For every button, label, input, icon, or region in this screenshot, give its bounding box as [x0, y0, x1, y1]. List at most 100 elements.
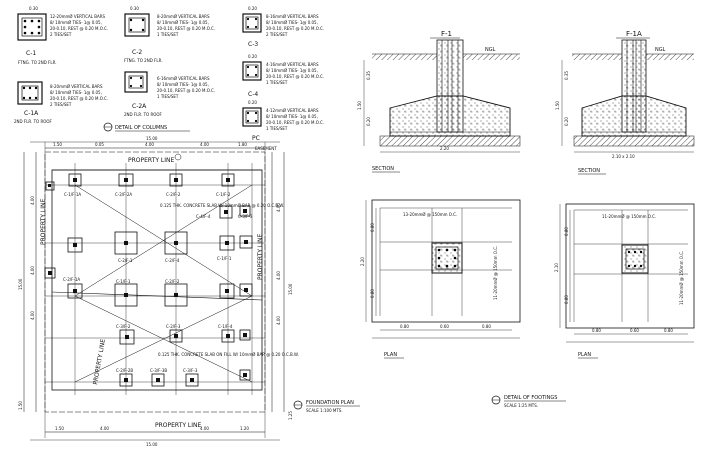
footing-f1a-side-dim: 0.35: [564, 71, 569, 80]
footing-f1a-label: F-1A: [626, 30, 642, 38]
footing-label: C-2/F-3: [166, 324, 181, 329]
column-c1a-sub: 2 TIES/SET: [50, 102, 72, 107]
column-c1-footnote: FTNG. TO 2ND FLR.: [18, 60, 57, 65]
footing-labels: C-1/F-1A C-2/F-2A C-2/F-2 C-1/F-2 C-4/F-…: [63, 192, 253, 373]
footing-f1a-plan: 11-20mmØ @ 150mm O.C. 11-20mmØ @ 150mm O…: [554, 203, 695, 359]
footing-label: C-2/F-4: [165, 258, 180, 263]
footing-f1a-side-dim: 0.20: [564, 117, 569, 126]
footing-f1-plan-bars: 13-20mmØ @ 150mm O.C.: [403, 212, 457, 217]
footing-label: C-3/F-3: [183, 368, 198, 373]
property-line-bottom-left: PROPERTY LINE: [92, 338, 107, 385]
footing-f1-plan: 13-20mmØ @ 150mm O.C. 11-20mmØ @ 150mm O…: [360, 199, 521, 359]
footing-f1-ngl: NGL: [485, 47, 496, 53]
footing-f1a-plan-total: 2.10: [554, 263, 559, 272]
footing-label: C-3/F-2: [116, 324, 131, 329]
footing-f1a-plan-bottom-dim: 0.60: [630, 328, 639, 333]
footing-f1a-plan-bottom-dim: 0.80: [664, 328, 673, 333]
plan-bottom-dim-3: 4.00: [200, 426, 209, 431]
footing-f1a-plan-label: PLAN: [578, 352, 591, 358]
footing-label: C-2/F-2A: [115, 192, 132, 197]
footing-f1-plan-label: PLAN: [384, 352, 397, 358]
plan-top-dim-3: 4.00: [145, 142, 154, 147]
footing-f1-side-dim: 1.50: [357, 101, 362, 110]
footing-label: C-2/F-1A: [63, 277, 80, 282]
plan-right-dim: 4.00: [276, 271, 281, 280]
column-c1a-footnote: 2ND FLR. TO ROOF: [14, 119, 53, 124]
column-c4: 0.20 4-16mmØ VERTICAL BARS 8/ 10mmØ TIES…: [242, 54, 324, 98]
footing-label: C-2/F-1: [118, 258, 133, 263]
plan-easement-label: EASEMENT: [255, 146, 277, 151]
column-c1-spacing: 20-0.10, REST @ 0.20 M.O.C.: [50, 26, 108, 31]
column-c2a-ties: 8/ 10mmØ TIES- 1@ 0.05,: [157, 82, 209, 87]
footing-f1a-plan-bars: 11-20mmØ @ 150mm O.C.: [602, 214, 656, 219]
footings-detail-scale: SCALE 1:25 MTS.: [504, 403, 538, 408]
footing-label: C-1/F-1: [116, 279, 131, 284]
column-c4-size: 0.20: [248, 54, 257, 59]
column-c2-spacing: 20-0.10, REST @ 0.20 M.O.C.: [157, 26, 215, 31]
column-c3-bars: 8-16mmØ VERTICAL BARS: [266, 14, 319, 19]
column-c4-bars: 4-16mmØ VERTICAL BARS: [266, 62, 319, 67]
plan-left-dim: 4.00: [30, 196, 35, 205]
foundation-plan-scale: SCALE 1:100 MTS.: [306, 408, 343, 413]
property-line-bottom: PROPERTY LINE: [155, 422, 201, 429]
footing-f1-plan-bottom-dim: 0.80: [400, 324, 409, 329]
column-c1a-label: C-1A: [24, 110, 39, 117]
footing-f1-plan-side-dim: 0.80: [370, 223, 375, 232]
plan-total-left: 15.00: [18, 278, 23, 290]
column-c1-size: 0.30: [29, 6, 38, 11]
column-c3-label: C-3: [248, 41, 258, 48]
plan-bottom-dim-4: 1.20: [240, 426, 249, 431]
footing-label: C-1/F-1A: [64, 192, 81, 197]
footing-f1-side-dim: 0.35: [366, 71, 371, 80]
footing-f1-side-dim: 0.20: [366, 117, 371, 126]
column-pc-spacing: 20-0.10, REST @ 0.20 M.O.C.: [266, 120, 324, 125]
column-c3-spacing: 20-0.10, REST @ 0.20 M.O.C.: [266, 26, 324, 31]
column-c4-spacing: 20-0.10, REST @ 0.20 M.O.C.: [266, 74, 324, 79]
plan-top-dim-4: 4.00: [200, 142, 209, 147]
column-c2a-spacing: 20-0.10, REST @ 0.20 M.O.C.: [157, 88, 215, 93]
footing-f1-width: 2.20: [440, 146, 449, 151]
columns-detail-title-text: DETAIL OF COLUMNS: [115, 125, 167, 131]
footing-f1a-plan-bottom-dim: 0.80: [592, 328, 601, 333]
column-c2a-bars: 6-16mmØ VERTICAL BARS: [157, 76, 210, 81]
column-pc-sub: 1 TIES/SET: [266, 126, 288, 131]
plan-bottom-dim-1: 1.50: [55, 426, 64, 431]
footing-label: C-2/F-2: [165, 279, 180, 284]
plan-bottom-dim-2: 4.00: [100, 426, 109, 431]
plan-total-top: 15.00: [146, 136, 158, 141]
plan-top-dim-5: 1.80: [238, 142, 247, 147]
foundation-plan: 15.00 1.50 0.05 4.00 4.00 1.80 EASEMENT …: [18, 136, 360, 447]
foundation-plan-title-text: FOUNDATION PLAN: [306, 400, 354, 406]
column-pc-size: 0.20: [248, 100, 257, 105]
column-c2a: 6-16mmØ VERTICAL BARS 8/ 10mmØ TIES- 1@ …: [124, 71, 215, 117]
column-c2-bars: 8-20mmØ VERTICAL BARS: [157, 14, 210, 19]
footing-label: C-2/F-2B: [116, 368, 133, 373]
footings-grid: [44, 173, 253, 387]
plan-right-dim: 4.00: [276, 316, 281, 325]
column-c1a-bars: 8-20mmØ VERTICAL BARS: [50, 84, 103, 89]
column-c4-sub: 1 TIES/SET: [266, 80, 288, 85]
footing-f1a-ngl: NGL: [655, 47, 666, 53]
footing-f1-plan-total: 2.20: [360, 257, 365, 266]
footing-label: C-1/F-4: [218, 324, 233, 329]
plan-slab-note-bottom: 0.125 THK. CONCRETE SLAB ON FILL W/ 10mm…: [158, 352, 299, 357]
column-pc: 0.20 4-12mmØ VERTICAL BARS 8/ 10mmØ TIES…: [242, 100, 324, 142]
column-c3-ties: 8/ 10mmØ TIES- 1@ 0.05,: [266, 20, 318, 25]
footing-f1-plan-bottom-dim: 0.60: [440, 324, 449, 329]
column-c2-size: 0.30: [130, 6, 139, 11]
footings-detail-title: DETAIL OF FOOTINGS SCALE 1:25 MTS.: [491, 395, 566, 408]
footing-f1-section-label: SECTION: [372, 166, 394, 172]
plan-top-dim-1: 1.50: [53, 142, 62, 147]
footing-label: C-1/F-2: [216, 192, 231, 197]
column-c4-ties: 8/ 10mmØ TIES- 1@ 0.05,: [266, 68, 318, 73]
column-c1-sub: 2 TIES/SET: [50, 32, 72, 37]
column-c2-footnote: FTNG. TO 2ND FLR.: [124, 58, 163, 63]
footing-f1-section: F-1 NGL 1.50 0.35 0.20 2.20 SECTION: [357, 30, 521, 173]
column-c2a-footnote: 2ND FLR. TO ROOF: [124, 112, 163, 117]
plan-slab-note-top: 0.125 THK. CONCRETE SLAB W/ 10mmØ BAR @ …: [160, 203, 284, 208]
column-c3-sub: 2 TIES/SET: [266, 32, 288, 37]
column-pc-bars: 4-12mmØ VERTICAL BARS: [266, 108, 319, 113]
footing-f1a-plan-side-dim: 0.80: [564, 227, 569, 236]
footings-detail-title-text: DETAIL OF FOOTINGS: [504, 395, 557, 401]
plan-top-dim-2: 0.05: [95, 142, 104, 147]
